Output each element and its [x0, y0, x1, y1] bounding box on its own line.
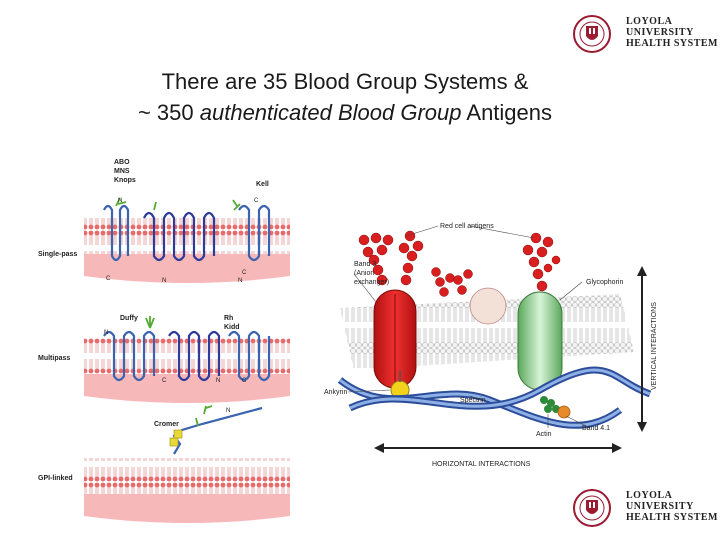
red-cell-antigens — [358, 230, 561, 297]
term-n-1: N — [118, 198, 122, 204]
logo-line-3: HEALTH SYSTEM — [626, 512, 718, 523]
label-rh: Rh — [224, 315, 233, 322]
loyola-logo-top: LOYOLA UNIVERSITY HEALTH SYSTEM — [572, 14, 720, 54]
gpi-linked-row: Cromer GPI-linked N — [38, 405, 290, 523]
loyola-logo-bottom: LOYOLA UNIVERSITY HEALTH SYSTEM — [572, 488, 720, 528]
rbc-membrane-figure: Red cell antigens Band 3 (Anion exchange… — [324, 223, 658, 468]
label-multipass: Multipass — [38, 355, 70, 362]
term-c-4: C — [162, 378, 167, 384]
membrane-topology-figure: ABO MNS Knops Kell Single-pass N C C N N… — [38, 159, 290, 523]
band41 — [557, 405, 571, 419]
logo-line-2: UNIVERSITY — [626, 27, 694, 38]
label-band3-1: Band 3 — [354, 261, 376, 268]
label-single-pass: Single-pass — [38, 251, 77, 258]
term-n-6: N — [226, 408, 230, 414]
label-spectrin: Spectrin — [460, 397, 486, 404]
logo-line-2: UNIVERSITY — [626, 501, 694, 512]
label-red-cell-antigens: Red cell antigens — [440, 223, 494, 230]
multipass-row: Duffy Rh Kidd Multipass N C N C — [38, 315, 290, 403]
term-n-2: N — [162, 278, 166, 284]
title-prefix: ~ 350 — [137, 100, 200, 125]
slide-title: There are 35 Blood Group Systems & ~ 350… — [30, 66, 660, 128]
label-gpi-linked: GPI-linked — [38, 475, 73, 482]
logo-line-3: HEALTH SYSTEM — [626, 38, 718, 49]
label-cromer: Cromer — [154, 421, 179, 428]
label-glycophorin: Glycophorin — [586, 279, 623, 286]
label-abo: ABO — [114, 159, 130, 166]
label-kell: Kell — [256, 181, 269, 188]
label-band41: Band 4.1 — [582, 425, 610, 432]
title-italic: authenticated Blood Group — [199, 100, 462, 125]
term-c-5: C — [242, 378, 247, 384]
title-line-2: ~ 350 authenticated Blood Group Antigens — [30, 97, 660, 128]
label-kidd: Kidd — [224, 324, 240, 331]
single-pass-row: ABO MNS Knops Kell Single-pass N C C N N… — [38, 159, 290, 284]
term-c-3: C — [242, 270, 247, 276]
term-n-5: N — [216, 378, 220, 384]
label-horizontal-interactions: HORIZONTAL INTERACTIONS — [432, 461, 531, 468]
label-mns: MNS — [114, 168, 130, 175]
term-c-1: C — [254, 198, 259, 204]
label-band3-3: exchanger) — [354, 279, 389, 286]
label-band3-2: (Anion — [354, 270, 374, 277]
antigen-dome — [469, 287, 507, 325]
logo-line-1: LOYOLA — [626, 16, 673, 27]
glycophorin-protein — [517, 291, 563, 391]
logo-line-1: LOYOLA — [626, 490, 673, 501]
label-ankyrin: Ankyrin — [324, 389, 347, 396]
term-c-2: C — [106, 276, 111, 282]
label-knops: Knops — [114, 177, 136, 184]
term-n-3: N — [238, 278, 242, 284]
label-actin: Actin — [536, 431, 552, 438]
title-suffix: Antigens — [461, 100, 553, 125]
label-duffy: Duffy — [120, 315, 138, 322]
term-n-4: N — [104, 330, 108, 336]
title-line-1: There are 35 Blood Group Systems & — [161, 69, 529, 94]
university-seal-icon — [573, 15, 611, 53]
actin — [540, 396, 560, 413]
label-vertical-interactions: VERTICAL INTERACTIONS — [651, 302, 658, 390]
university-seal-icon — [573, 489, 611, 527]
